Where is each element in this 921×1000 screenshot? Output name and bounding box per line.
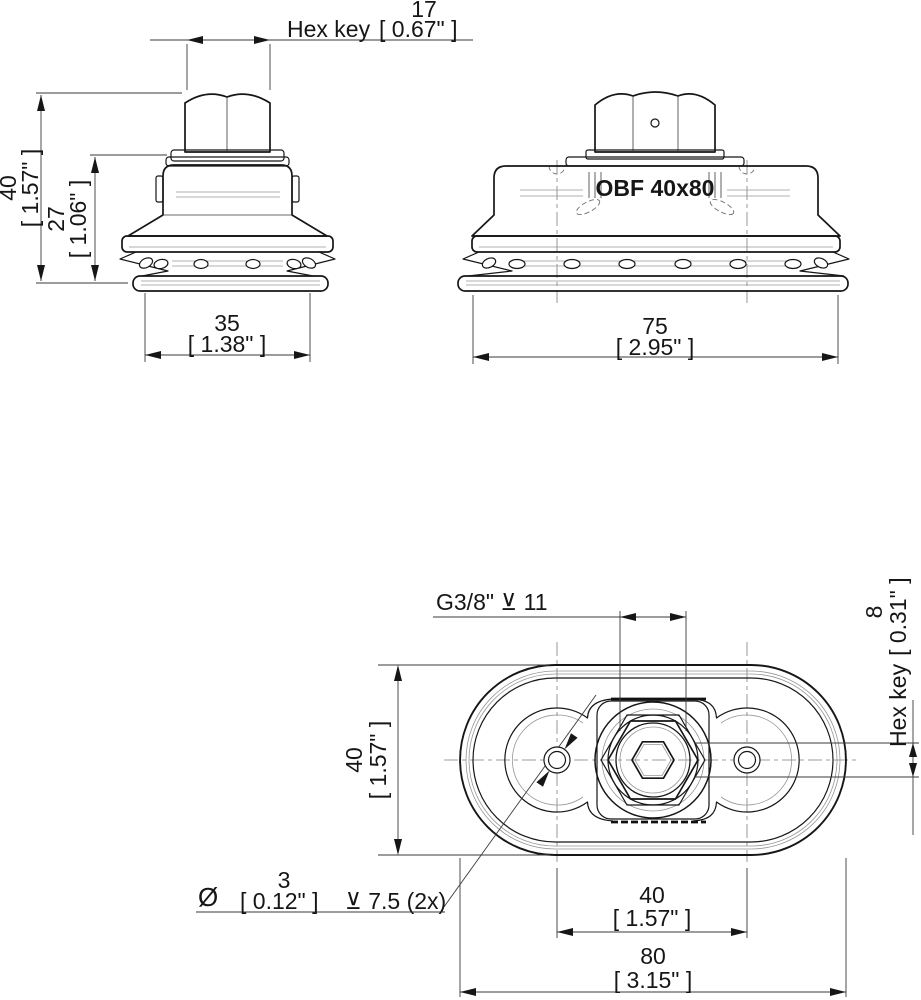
hole-callout-inch: [ 0.12" ] (240, 888, 319, 914)
dim-overall-width-80-mm: 80 (640, 943, 666, 969)
dim-width-35-mm: 35 (214, 310, 240, 336)
nut-vent-hole (650, 118, 660, 128)
dim-hex-socket-8: Hex key[ 0.31" ] 8 (695, 577, 919, 835)
side-view (119, 93, 336, 292)
side-vent-holes (138, 257, 317, 270)
dim-height-40-mm: 40 (0, 175, 21, 201)
dim-body-height-27-inch: [ 1.06" ] (65, 180, 91, 259)
dim-hole-spacing-40: 40 [ 1.57" ] (556, 868, 748, 938)
dim-hex-key-top-mm: 17 (411, 0, 437, 22)
dim-height-40: 40 [ 1.57" ] (0, 92, 182, 284)
hex-socket (631, 740, 675, 780)
dim-hex-key-top-inch: [ 0.67" ] (379, 16, 458, 42)
dim-overall-width-80-inch: [ 3.15" ] (614, 967, 693, 993)
dim-width-75: 75 [ 2.95" ] (472, 295, 839, 364)
front-nut-outline (594, 91, 716, 153)
side-nut-outline (184, 93, 271, 153)
dim-hex-socket-mm: 8 (861, 606, 887, 619)
diameter-symbol: Ø (198, 882, 218, 912)
part-label: OBF 40x80 (596, 175, 715, 201)
dim-body-height-27: 27 [ 1.06" ] (43, 154, 167, 281)
dim-thread-callout: G3/8" ⊻ 11 (433, 589, 687, 731)
front-view: OBF 40x80 (457, 91, 850, 303)
thread-callout-text: G3/8" ⊻ 11 (436, 589, 548, 615)
dim-width-75-mm: 75 (642, 313, 668, 339)
dim-hole-spacing-40-inch: [ 1.57" ] (613, 905, 692, 931)
dim-bottom-height-40-inch: [ 1.57" ] (365, 721, 391, 800)
mounting-hole-left (543, 746, 571, 774)
side-body-outline (127, 164, 328, 237)
hole-callout-depth: ⊻ 7.5 (2x) (345, 888, 446, 914)
dim-hex-key-top-label: Hex key (287, 16, 371, 42)
dim-bottom-height-40: 40 [ 1.57" ] (341, 664, 550, 856)
mounting-hole-right (733, 746, 761, 774)
nut-hexagon (607, 720, 699, 800)
dim-hole-spacing-40-mm: 40 (639, 882, 665, 908)
front-vent-holes (481, 257, 829, 270)
dim-bottom-height-40-mm: 40 (341, 747, 367, 773)
dim-width-75-inch: [ 2.95" ] (616, 334, 695, 360)
hole-callout-mm: 3 (278, 867, 291, 893)
front-body-outline (471, 165, 841, 237)
hole-diameter-callout: Ø 3 [ 0.12" ] ⊻ 7.5 (2x) (196, 867, 446, 914)
dim-width-35-inch: [ 1.38" ] (188, 331, 267, 357)
dim-body-height-27-mm: 27 (43, 206, 69, 232)
dim-height-40-inch: [ 1.57" ] (17, 149, 43, 228)
dim-overall-width-80: 80 [ 3.15" ] (459, 858, 847, 997)
bottom-view (440, 642, 858, 912)
dim-hex-key-top: Hex key [ 0.67" ] 17 (150, 0, 473, 90)
dim-hex-socket-label-inch: Hex key[ 0.31" ] (885, 577, 911, 747)
dim-width-35: 35 [ 1.38" ] (144, 293, 311, 362)
